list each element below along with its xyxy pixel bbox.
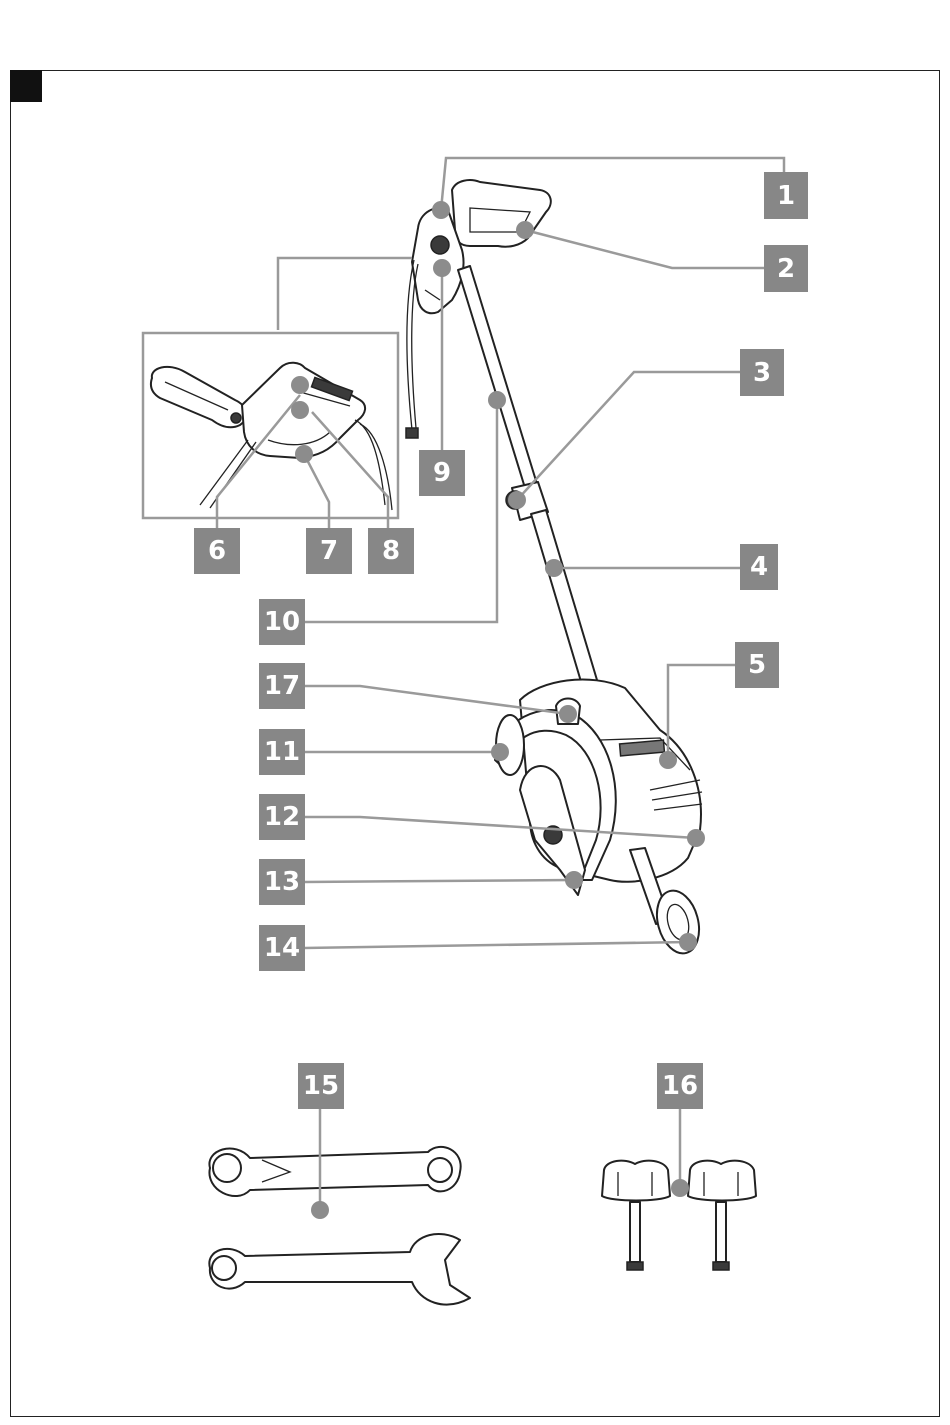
- svg-text:14: 14: [264, 933, 300, 963]
- dot-14: [679, 933, 697, 951]
- dot-6: [291, 376, 309, 394]
- callout-6: 6: [194, 528, 240, 574]
- callout-10: 10: [259, 599, 305, 645]
- dot-10: [488, 391, 506, 409]
- svg-text:5: 5: [748, 650, 766, 680]
- svg-text:12: 12: [264, 802, 300, 832]
- callout-2: 2: [764, 245, 808, 292]
- callout-13: 13: [259, 859, 305, 905]
- svg-text:8: 8: [382, 536, 400, 566]
- svg-text:17: 17: [264, 671, 300, 701]
- dot-8: [291, 401, 309, 419]
- callout-14: 14: [259, 925, 305, 971]
- callout-4: 4: [740, 544, 778, 590]
- callout-9: 9: [419, 450, 465, 496]
- callout-8: 8: [368, 528, 414, 574]
- callout-5: 5: [735, 642, 779, 688]
- dot-13: [565, 871, 583, 889]
- dot-7: [295, 445, 313, 463]
- callout-1: 1: [764, 172, 808, 219]
- dot-15: [311, 1201, 329, 1219]
- svg-text:2: 2: [777, 254, 795, 284]
- svg-text:3: 3: [753, 358, 771, 388]
- svg-text:7: 7: [320, 536, 338, 566]
- callout-16: 16: [657, 1063, 703, 1109]
- dot-1: [432, 201, 450, 219]
- callout-7: 7: [306, 528, 352, 574]
- dot-3: [508, 491, 526, 509]
- wrenches: [209, 1147, 470, 1305]
- dot-16: [671, 1179, 689, 1197]
- svg-text:1: 1: [777, 181, 795, 211]
- dot-17: [559, 705, 577, 723]
- dot-12: [687, 829, 705, 847]
- dot-11: [491, 743, 509, 761]
- svg-text:11: 11: [264, 737, 300, 767]
- svg-text:10: 10: [264, 607, 300, 637]
- callout-12: 12: [259, 794, 305, 840]
- dot-2: [516, 221, 534, 239]
- dot-5: [659, 751, 677, 769]
- dot-9: [433, 259, 451, 277]
- svg-text:6: 6: [208, 536, 226, 566]
- callout-17: 17: [259, 663, 305, 709]
- svg-text:9: 9: [433, 458, 451, 488]
- callout-labels: 1 2 3 4 5 6 7 8: [194, 172, 808, 1109]
- svg-text:4: 4: [750, 552, 768, 582]
- dot-4: [545, 559, 563, 577]
- svg-text:15: 15: [303, 1071, 339, 1101]
- callout-11: 11: [259, 729, 305, 775]
- callout-15: 15: [298, 1063, 344, 1109]
- svg-text:13: 13: [264, 867, 300, 897]
- callout-3: 3: [740, 349, 784, 396]
- handle-detail-inset: [143, 333, 398, 518]
- svg-text:16: 16: [662, 1071, 698, 1101]
